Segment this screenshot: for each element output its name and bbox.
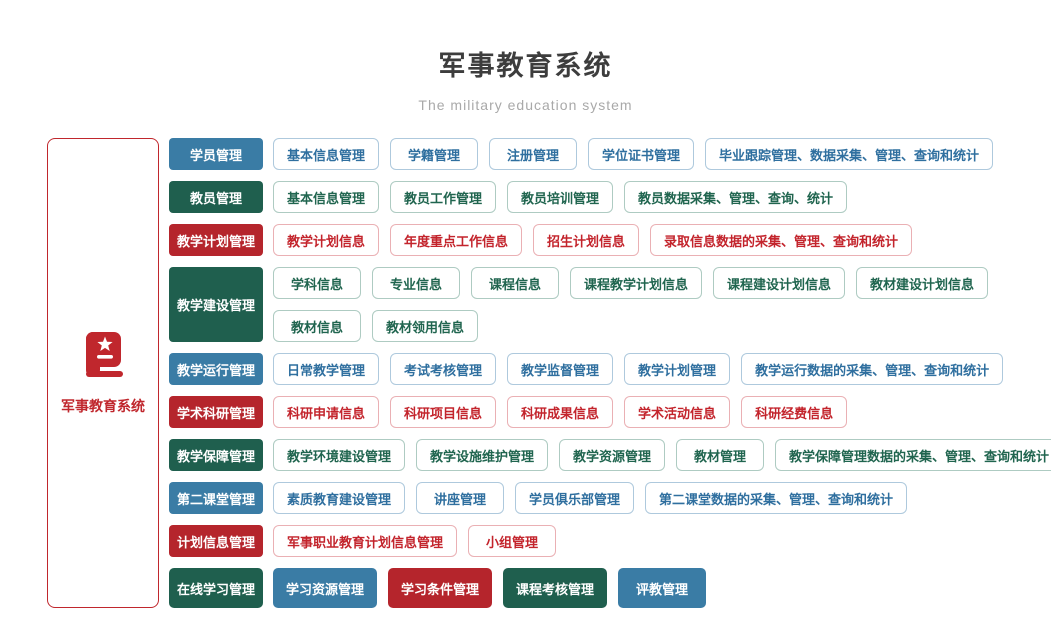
module-lines: 素质教育建设管理讲座管理学员俱乐部管理第二课堂数据的采集、管理、查询和统计 <box>273 482 908 514</box>
module-button[interactable]: 第二课堂数据的采集、管理、查询和统计 <box>645 482 908 514</box>
root-node[interactable]: 军事教育系统 <box>47 138 159 608</box>
module-line: 教学环境建设管理教学设施维护管理教学资源管理教材管理教学保障管理数据的采集、管理… <box>273 439 1051 471</box>
module-button[interactable]: 注册管理 <box>489 138 578 170</box>
root-label: 军事教育系统 <box>61 397 145 414</box>
chart-row: 学员管理基本信息管理学籍管理注册管理学位证书管理毕业跟踪管理、数据采集、管理、查… <box>169 138 1051 170</box>
module-lines: 军事职业教育计划信息管理小组管理 <box>273 525 557 557</box>
module-button[interactable]: 讲座管理 <box>416 482 505 514</box>
chart-row: 第二课堂管理素质教育建设管理讲座管理学员俱乐部管理第二课堂数据的采集、管理、查询… <box>169 482 1051 514</box>
module-button[interactable]: 教学监督管理 <box>507 353 614 385</box>
module-button[interactable]: 军事职业教育计划信息管理 <box>273 525 458 557</box>
module-button[interactable]: 科研成果信息 <box>507 396 614 428</box>
module-button[interactable]: 课程信息 <box>471 267 559 299</box>
category-button[interactable]: 学术科研管理 <box>169 396 263 428</box>
module-button[interactable]: 教员工作管理 <box>390 181 497 213</box>
chart-row: 在线学习管理学习资源管理学习条件管理课程考核管理评教管理 <box>169 568 1051 608</box>
category-button[interactable]: 计划信息管理 <box>169 525 263 557</box>
module-button[interactable]: 学科信息 <box>273 267 361 299</box>
module-button[interactable]: 教材管理 <box>676 439 765 471</box>
org-chart: 军事教育系统 学员管理基本信息管理学籍管理注册管理学位证书管理毕业跟踪管理、数据… <box>47 138 1051 608</box>
module-line: 素质教育建设管理讲座管理学员俱乐部管理第二课堂数据的采集、管理、查询和统计 <box>273 482 908 514</box>
chart-row: 教员管理基本信息管理教员工作管理教员培训管理教员数据采集、管理、查询、统计 <box>169 181 1051 213</box>
module-lines: 科研申请信息科研项目信息科研成果信息学术活动信息科研经费信息 <box>273 396 848 428</box>
module-button[interactable]: 课程建设计划信息 <box>713 267 846 299</box>
module-line: 科研申请信息科研项目信息科研成果信息学术活动信息科研经费信息 <box>273 396 848 428</box>
module-lines: 教学计划信息年度重点工作信息招生计划信息录取信息数据的采集、管理、查询和统计 <box>273 224 913 256</box>
module-button[interactable]: 教材领用信息 <box>372 310 479 342</box>
module-button[interactable]: 教学资源管理 <box>559 439 666 471</box>
module-button[interactable]: 毕业跟踪管理、数据采集、管理、查询和统计 <box>705 138 994 170</box>
chart-row: 学术科研管理科研申请信息科研项目信息科研成果信息学术活动信息科研经费信息 <box>169 396 1051 428</box>
category-button[interactable]: 教学建设管理 <box>169 267 263 342</box>
module-line: 军事职业教育计划信息管理小组管理 <box>273 525 557 557</box>
module-lines: 基本信息管理教员工作管理教员培训管理教员数据采集、管理、查询、统计 <box>273 181 848 213</box>
module-button[interactable]: 录取信息数据的采集、管理、查询和统计 <box>650 224 913 256</box>
category-button[interactable]: 在线学习管理 <box>169 568 263 608</box>
module-line: 基本信息管理教员工作管理教员培训管理教员数据采集、管理、查询、统计 <box>273 181 848 213</box>
module-button[interactable]: 教学计划管理 <box>624 353 731 385</box>
module-button[interactable]: 素质教育建设管理 <box>273 482 406 514</box>
module-button[interactable]: 教材建设计划信息 <box>856 267 989 299</box>
module-button[interactable]: 教学设施维护管理 <box>416 439 549 471</box>
module-button[interactable]: 教材信息 <box>273 310 361 342</box>
module-lines: 基本信息管理学籍管理注册管理学位证书管理毕业跟踪管理、数据采集、管理、查询和统计 <box>273 138 994 170</box>
category-button[interactable]: 教学运行管理 <box>169 353 263 385</box>
module-button[interactable]: 科研经费信息 <box>741 396 848 428</box>
module-button[interactable]: 科研申请信息 <box>273 396 380 428</box>
module-line: 教学计划信息年度重点工作信息招生计划信息录取信息数据的采集、管理、查询和统计 <box>273 224 913 256</box>
module-line: 基本信息管理学籍管理注册管理学位证书管理毕业跟踪管理、数据采集、管理、查询和统计 <box>273 138 994 170</box>
module-button[interactable]: 学位证书管理 <box>588 138 695 170</box>
category-button[interactable]: 学员管理 <box>169 138 263 170</box>
module-button[interactable]: 招生计划信息 <box>533 224 640 256</box>
module-button[interactable]: 教学环境建设管理 <box>273 439 406 471</box>
module-lines: 教学环境建设管理教学设施维护管理教学资源管理教材管理教学保障管理数据的采集、管理… <box>273 439 1051 471</box>
module-button[interactable]: 教学计划信息 <box>273 224 380 256</box>
module-button[interactable]: 学术活动信息 <box>624 396 731 428</box>
module-lines: 学习资源管理学习条件管理课程考核管理评教管理 <box>273 568 707 608</box>
module-button[interactable]: 日常教学管理 <box>273 353 380 385</box>
book-star-icon <box>79 331 127 384</box>
chart-row: 教学保障管理教学环境建设管理教学设施维护管理教学资源管理教材管理教学保障管理数据… <box>169 439 1051 471</box>
module-button[interactable]: 学籍管理 <box>390 138 479 170</box>
page-title: 军事教育系统 <box>438 51 613 81</box>
category-button[interactable]: 教学保障管理 <box>169 439 263 471</box>
chart-row: 教学计划管理教学计划信息年度重点工作信息招生计划信息录取信息数据的采集、管理、查… <box>169 224 1051 256</box>
module-button[interactable]: 教员数据采集、管理、查询、统计 <box>624 181 848 213</box>
module-line: 教材信息教材领用信息 <box>273 310 988 342</box>
module-button[interactable]: 考试考核管理 <box>390 353 497 385</box>
module-button[interactable]: 学习资源管理 <box>273 568 378 608</box>
module-button[interactable]: 教员培训管理 <box>507 181 614 213</box>
module-button[interactable]: 课程考核管理 <box>503 568 608 608</box>
module-lines: 日常教学管理考试考核管理教学监督管理教学计划管理教学运行数据的采集、管理、查询和… <box>273 353 1004 385</box>
module-button[interactable]: 年度重点工作信息 <box>390 224 523 256</box>
module-button[interactable]: 学习条件管理 <box>388 568 493 608</box>
page-header: 军事教育系统 The military education system <box>0 0 1051 113</box>
module-button[interactable]: 评教管理 <box>618 568 707 608</box>
module-button[interactable]: 课程教学计划信息 <box>570 267 703 299</box>
category-button[interactable]: 教学计划管理 <box>169 224 263 256</box>
chart-rows: 学员管理基本信息管理学籍管理注册管理学位证书管理毕业跟踪管理、数据采集、管理、查… <box>169 138 1051 608</box>
module-line: 日常教学管理考试考核管理教学监督管理教学计划管理教学运行数据的采集、管理、查询和… <box>273 353 1004 385</box>
module-button[interactable]: 专业信息 <box>372 267 460 299</box>
module-button[interactable]: 小组管理 <box>468 525 557 557</box>
category-button[interactable]: 第二课堂管理 <box>169 482 263 514</box>
module-lines: 学科信息专业信息课程信息课程教学计划信息课程建设计划信息教材建设计划信息教材信息… <box>273 267 989 342</box>
module-line: 学习资源管理学习条件管理课程考核管理评教管理 <box>273 568 707 608</box>
module-button[interactable]: 基本信息管理 <box>273 138 380 170</box>
module-button[interactable]: 科研项目信息 <box>390 396 497 428</box>
page-subtitle: The military education system <box>418 97 633 113</box>
module-button[interactable]: 教学运行数据的采集、管理、查询和统计 <box>741 353 1004 385</box>
module-button[interactable]: 学员俱乐部管理 <box>515 482 635 514</box>
chart-row: 教学建设管理学科信息专业信息课程信息课程教学计划信息课程建设计划信息教材建设计划… <box>169 267 1051 342</box>
chart-row: 教学运行管理日常教学管理考试考核管理教学监督管理教学计划管理教学运行数据的采集、… <box>169 353 1051 385</box>
chart-row: 计划信息管理军事职业教育计划信息管理小组管理 <box>169 525 1051 557</box>
module-button[interactable]: 基本信息管理 <box>273 181 380 213</box>
module-button[interactable]: 教学保障管理数据的采集、管理、查询和统计 <box>775 439 1051 471</box>
module-line: 学科信息专业信息课程信息课程教学计划信息课程建设计划信息教材建设计划信息 <box>273 267 989 299</box>
category-button[interactable]: 教员管理 <box>169 181 263 213</box>
